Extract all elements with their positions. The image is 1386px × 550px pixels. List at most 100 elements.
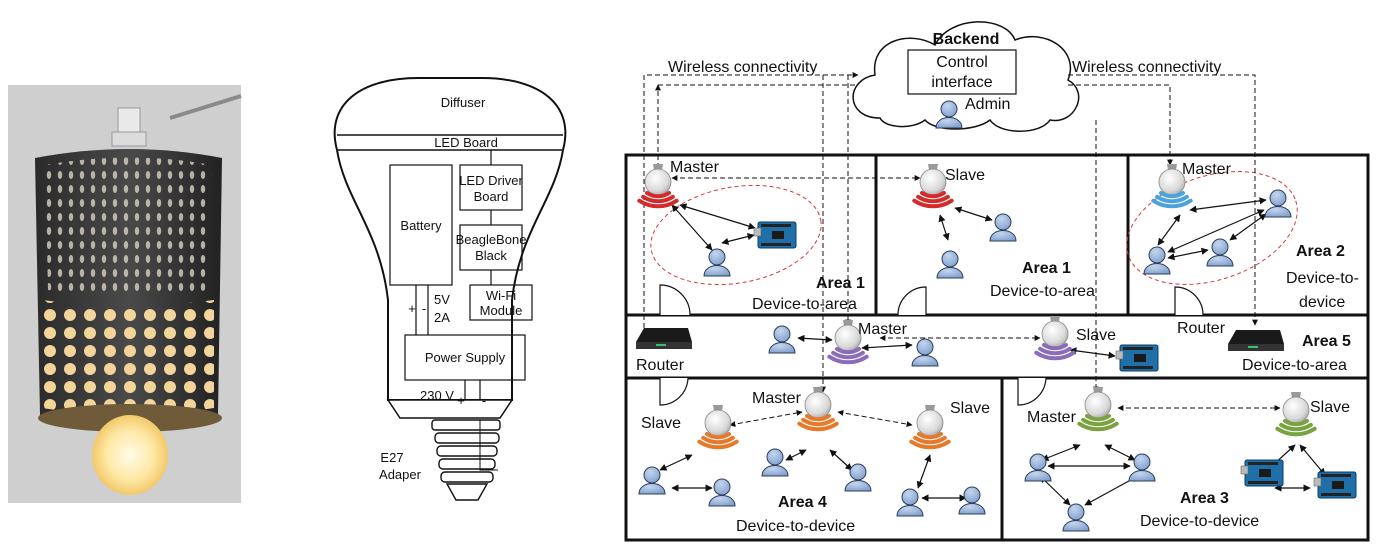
- person-icon: [1128, 453, 1156, 482]
- area-1b-mode: Device-to-area: [990, 283, 1095, 300]
- ceiling-track: [169, 94, 242, 120]
- control-interface-label-1: Control: [936, 54, 988, 71]
- area-5-name: Area 5: [1302, 333, 1351, 350]
- area-3-border: [1000, 376, 1370, 542]
- person-icon: [1206, 238, 1234, 267]
- person-icon: [761, 448, 789, 477]
- icons-layer: [636, 100, 1357, 532]
- shade-small-holes: [45, 157, 212, 295]
- lamp-photo: [8, 85, 242, 503]
- master-label-area4: Master: [752, 390, 802, 407]
- admin-label: Admin: [965, 96, 1010, 113]
- mains-minus-sign: -: [482, 393, 486, 408]
- signal-icon: [1275, 419, 1317, 437]
- control-interface-box: [907, 49, 1017, 95]
- battery-label: Battery: [400, 218, 442, 233]
- led-driver-label-1: LED Driver: [459, 173, 523, 188]
- person-icon: [768, 325, 796, 354]
- mains-plus-sign: +: [457, 393, 465, 408]
- signal-icon: [912, 191, 954, 209]
- person-icon: [958, 486, 986, 515]
- wifi-module-box: [469, 284, 533, 321]
- arduino-board-icon: [1313, 471, 1357, 499]
- lit-bulb: [92, 415, 168, 495]
- door-area-1b: [897, 286, 927, 316]
- router-label-left: Router: [636, 357, 685, 374]
- area-1a-name: Area 1: [816, 275, 865, 292]
- admin-person-icon: [935, 100, 963, 129]
- slave-bulb-icon-area1: [912, 164, 954, 209]
- master-bulb-icon-area4: [797, 387, 839, 432]
- router-label-right: Router: [1177, 320, 1226, 337]
- area-2-mode-1: Device-to-: [1286, 270, 1359, 287]
- slave-bulb-icon-area4-left: [697, 405, 739, 450]
- arduino-board-icon: [1115, 344, 1159, 372]
- door-area-3: [1017, 377, 1047, 406]
- control-interface-label-2: interface: [931, 74, 992, 91]
- master-label-area3: Master: [1027, 409, 1077, 426]
- signal-icon: [1034, 343, 1076, 361]
- signal-icon: [909, 432, 951, 450]
- arduino-board-icon: [753, 221, 797, 249]
- person-icon: [1264, 189, 1292, 218]
- master-bulb-icon-area3: [1077, 387, 1119, 432]
- area-5-mode: Device-to-area: [1242, 357, 1347, 374]
- wireless-label-left: Wireless connectivity: [668, 59, 817, 76]
- arduino-board-icon: [1240, 459, 1284, 487]
- area-1a-mode: Device-to-area: [752, 296, 857, 313]
- signal-icon: [1077, 414, 1119, 432]
- router-icon: [636, 328, 692, 349]
- person-icon: [703, 248, 731, 277]
- signal-icon: [697, 432, 739, 450]
- current-2a-label: 2A: [434, 310, 450, 325]
- bulb-schematic: [333, 77, 567, 501]
- lamp-mount-base: [111, 131, 147, 147]
- master-label-area2: Master: [1182, 161, 1232, 178]
- e27-label-2: Adaper: [379, 467, 422, 482]
- door-area-2: [1174, 286, 1204, 316]
- person-icon: [638, 466, 666, 495]
- mains-230v-label: 230 V: [420, 388, 454, 403]
- wifi-label-2: Module: [480, 303, 523, 318]
- network-diagram: [624, 21, 1370, 542]
- area-1b-name: Area 1: [1022, 260, 1071, 277]
- link-backend-master-2: [1068, 84, 1173, 166]
- person-icon: [1143, 246, 1171, 275]
- person-icon: [911, 338, 939, 367]
- area-4-mode: Device-to-device: [736, 518, 855, 535]
- slave-label-area1: Slave: [945, 167, 985, 184]
- door-area-1a: [659, 284, 691, 316]
- person-icon: [1062, 503, 1090, 532]
- slave-label-area5: Slave: [1076, 327, 1116, 344]
- signal-icon: [637, 191, 679, 209]
- area-3-name: Area 3: [1180, 490, 1229, 507]
- diffuser-label: Diffuser: [441, 95, 486, 110]
- link-router-left-backend: [643, 72, 859, 328]
- beaglebone-label-1: BeagleBone: [456, 232, 527, 247]
- e27-label-1: E27: [380, 450, 403, 465]
- signal-icon: [827, 347, 869, 365]
- person-icon: [989, 213, 1017, 242]
- led-driver-label-2: Board: [474, 189, 509, 204]
- e27-socket: [431, 419, 501, 501]
- master-bulb-icon-area5: [827, 320, 869, 365]
- door-area-4: [659, 377, 689, 406]
- doors: [659, 284, 1204, 406]
- area-2-group-ellipse: [1126, 171, 1298, 285]
- beaglebone-label-2: Black: [475, 248, 507, 263]
- signal-icon: [797, 414, 839, 432]
- master-bulb-icon-area1: [637, 164, 679, 209]
- slave-bulb-icon-area4-right: [909, 405, 951, 450]
- slave-bulb-icon-area5: [1034, 316, 1076, 361]
- person-icon: [936, 250, 964, 279]
- shade-large-holes: [42, 300, 214, 415]
- area-2-mode-2: device: [1299, 294, 1345, 311]
- slave-label-area4-right: Slave: [950, 400, 990, 417]
- link-slave-master-area4-left: [729, 410, 803, 427]
- person-icon: [896, 488, 924, 517]
- battery-plus-sign: +: [408, 301, 416, 316]
- slave-label-area4-left: Slave: [641, 415, 681, 432]
- area-3-mode: Device-to-device: [1140, 513, 1259, 530]
- battery-minus-sign: -: [422, 301, 426, 316]
